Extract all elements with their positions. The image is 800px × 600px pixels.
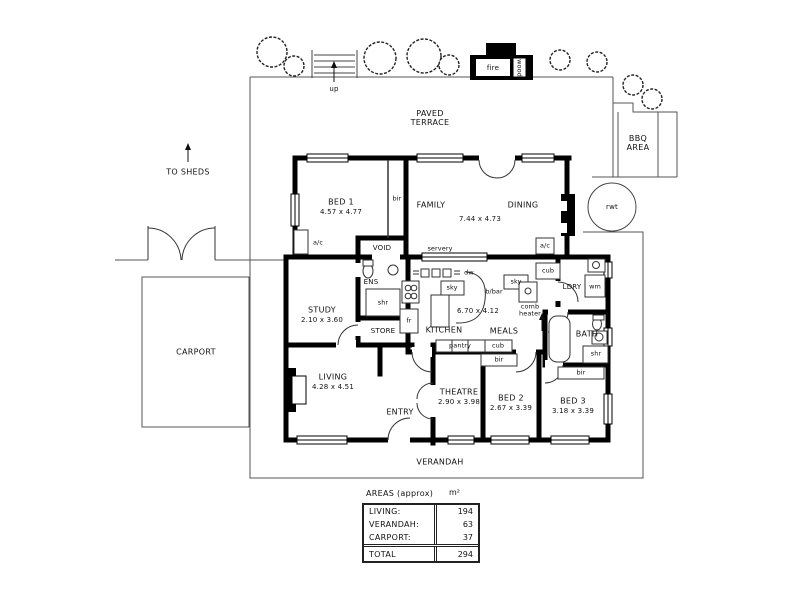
ens-basin: [387, 264, 399, 276]
label-bbq-area: BBQ AREA: [626, 133, 650, 152]
label-living: LIVING: [318, 372, 348, 382]
carport-outline: [141, 276, 250, 428]
label-family: FAMILY: [416, 200, 446, 210]
dining-fireplace: [561, 194, 575, 236]
label-shr-ens: shr: [377, 298, 389, 307]
areas-row-total: TOTAL 294: [364, 544, 478, 561]
ac-unit-right: [535, 237, 555, 255]
label-store: STORE: [370, 326, 396, 335]
label-carport: CARPORT: [176, 347, 216, 357]
label-cub-1: cub: [541, 266, 555, 275]
label-kitchen: KITCHEN: [425, 325, 463, 335]
label-wood: wood: [515, 59, 524, 77]
rainwater-tank: [587, 182, 637, 232]
label-cub-2: cub: [491, 341, 505, 350]
label-bir-2: bir: [494, 355, 504, 364]
label-bed3-dims: 3.18 x 3.39: [552, 406, 594, 415]
label-study-dims: 2.10 x 3.60: [301, 315, 343, 324]
label-living-dims: 4.28 x 4.51: [312, 382, 354, 391]
window-symbols: [290, 153, 613, 445]
living-chimney: [284, 368, 307, 412]
bath-shower-box: [582, 345, 609, 364]
to-sheds-arrow: [185, 143, 191, 162]
kitchen-island: [430, 294, 450, 328]
label-bed1-dims: 4.57 x 4.77: [320, 207, 362, 216]
label-up: up: [329, 84, 339, 93]
label-pantry: pantry: [449, 341, 471, 350]
cupboard-box: [535, 262, 561, 280]
label-bir-1: bir: [392, 194, 402, 203]
label-dining: DINING: [507, 200, 539, 210]
label-ac-left: a/c: [312, 238, 324, 247]
label-ldry: LDRY: [562, 282, 582, 291]
label-paved-terrace: PAVED TERRACE: [410, 108, 450, 127]
label-fire: fire: [486, 63, 500, 72]
label-rwt: rwt: [606, 202, 618, 211]
label-fr: fr: [406, 316, 412, 325]
property-boundary: [115, 76, 678, 479]
label-ens: ENS: [363, 277, 379, 286]
label-bir-3: bir: [576, 368, 586, 377]
label-servery: servery: [427, 244, 453, 253]
label-ac-right: a/c: [539, 241, 551, 250]
label-void: VOID: [372, 243, 392, 252]
door-openings: [336, 153, 568, 445]
label-verandah: VERANDAH: [416, 457, 464, 467]
label-theatre: THEATRE: [439, 387, 479, 397]
areas-table-title: AREAS (approx): [366, 489, 434, 498]
bathtub: [548, 315, 571, 363]
label-bed1: BED 1: [328, 197, 354, 207]
bed2-robe-box: [480, 353, 518, 367]
cooktop: [401, 280, 420, 304]
fridge-box: [399, 308, 419, 334]
label-sky-1: sky: [446, 283, 458, 292]
hall-arrow: [539, 313, 545, 331]
areas-table: LIVING: 194 VERANDAH: 63 CARPORT: 37 TOT…: [362, 503, 480, 563]
door-swings: [147, 159, 579, 441]
label-bed2: BED 2: [498, 393, 524, 403]
fixtures-linework: [293, 160, 609, 380]
label-comb-heater: comb heater: [519, 302, 541, 318]
tree-icons: [256, 36, 663, 110]
label-kitchen-meals-dims: 6.70 x 4.12: [457, 306, 499, 315]
label-bed2-dims: 2.67 x 3.39: [490, 403, 532, 412]
label-sky-2: sky: [510, 277, 522, 286]
label-study: STUDY: [308, 305, 336, 315]
label-meals: MEALS: [489, 326, 519, 336]
areas-row-carport: CARPORT: 37: [364, 531, 478, 544]
cupboard-box-2: [484, 339, 513, 353]
areas-row-living: LIVING: 194: [364, 505, 478, 518]
label-bath: BATH: [575, 329, 599, 339]
ac-unit-left: [293, 229, 309, 255]
areas-table-unit: m²: [449, 488, 460, 497]
label-dw: dw: [464, 268, 474, 277]
skylight-box-1: [440, 280, 465, 296]
label-wm: wm: [589, 282, 601, 291]
bed3-robe-box: [557, 366, 605, 380]
outdoor-fireplace: [470, 43, 533, 80]
label-shr-bath: shr: [590, 349, 602, 358]
label-b-bar: b/bar: [485, 287, 503, 296]
label-theatre-dims: 2.90 x 3.98: [438, 397, 480, 406]
label-to-sheds: TO SHEDS: [166, 167, 210, 177]
label-family-dining-dims: 7.44 x 4.73: [459, 214, 501, 223]
label-bed3: BED 3: [560, 396, 586, 406]
washing-machine-box: [584, 274, 606, 298]
areas-row-verandah: VERANDAH: 63: [364, 518, 478, 531]
stairs: [311, 50, 358, 78]
label-entry: ENTRY: [386, 407, 414, 417]
up-arrow: [331, 61, 337, 82]
breakfast-bar-curve: [455, 271, 486, 324]
ens-shower-box: [365, 288, 401, 317]
